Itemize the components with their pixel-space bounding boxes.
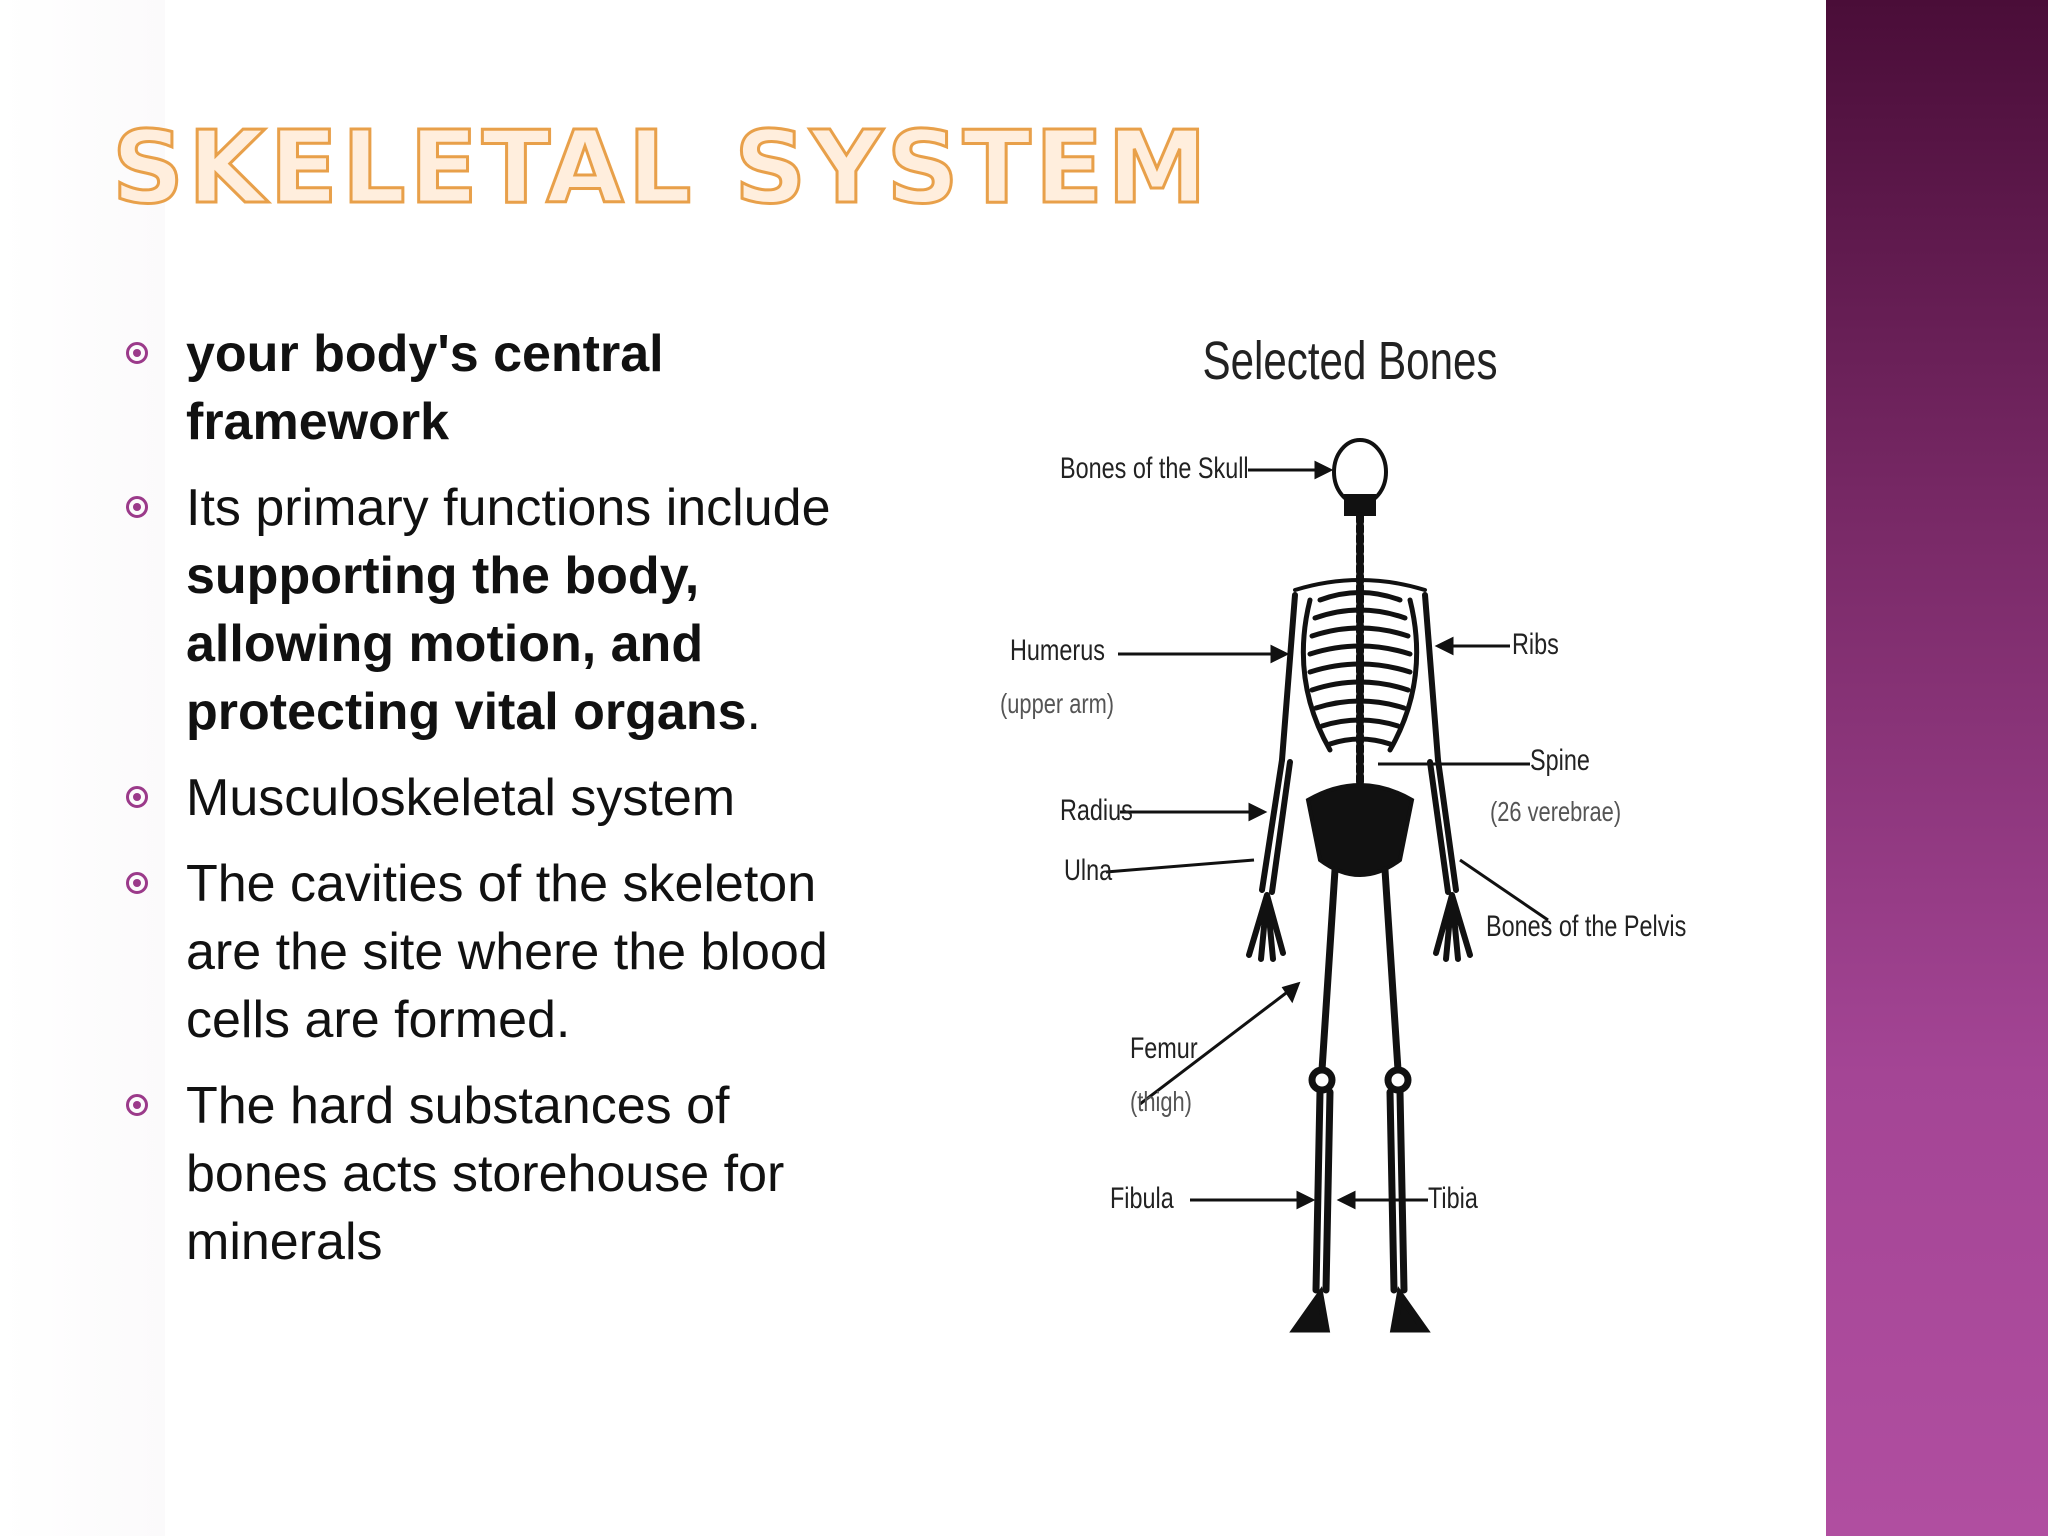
label-humerus-sub: (upper arm) — [1000, 688, 1115, 719]
label-arrows — [1105, 460, 1549, 1210]
label-humerus: Humerus — [1010, 634, 1105, 667]
right-leg — [1381, 866, 1431, 1333]
bullet-list: your body's central framework Its primar… — [120, 320, 880, 1294]
bullet-item: The cavities of the skeleton are the sit… — [120, 850, 880, 1054]
skeleton-figure: Selected Bones Bones of the Skull Humeru… — [990, 300, 1710, 1370]
bullet-text: Its primary functions include — [186, 479, 831, 537]
slide-title: SKELETAL SYSTEM — [111, 109, 1211, 226]
label-radius: Radius — [1060, 794, 1133, 827]
label-skull: Bones of the Skull — [1060, 452, 1249, 485]
bullet-marker-icon — [126, 786, 148, 808]
left-panel-background — [0, 0, 165, 1536]
label-ulna: Ulna — [1064, 854, 1113, 887]
label-spine-sub: (26 verebrae) — [1490, 796, 1622, 827]
label-ribs: Ribs — [1512, 628, 1559, 661]
left-leg — [1289, 866, 1339, 1333]
skeleton-diagram — [1105, 438, 1549, 1333]
bullet-bold-text: supporting the body, allowing motion, an… — [186, 547, 747, 741]
label-pelvis: Bones of the Pelvis — [1486, 910, 1687, 943]
bullet-text: The cavities of the skeleton are the sit… — [186, 855, 828, 1049]
bullet-text-end: . — [746, 683, 761, 741]
left-arm — [1246, 592, 1298, 962]
jaw-shape — [1344, 494, 1376, 516]
right-arm — [1422, 592, 1473, 962]
bullet-marker-icon — [126, 496, 148, 518]
bullet-marker-icon — [126, 872, 148, 894]
label-fibula: Fibula — [1110, 1182, 1174, 1215]
bullet-item: your body's central framework — [120, 320, 880, 456]
bullet-item: The hard substances of bones acts storeh… — [120, 1072, 880, 1276]
bullet-text: The hard substances of bones acts storeh… — [186, 1077, 785, 1271]
decorative-side-band — [1826, 0, 2048, 1536]
bullet-bold-text: your body's central framework — [186, 325, 664, 451]
skeleton-drawing — [1246, 438, 1473, 1333]
pelvis-shape — [1305, 783, 1415, 877]
rib-cage — [1300, 590, 1420, 753]
label-femur-sub: (thigh) — [1130, 1086, 1192, 1117]
shoulder-girdle — [1293, 578, 1427, 592]
label-femur: Femur — [1130, 1032, 1198, 1065]
figure-title: Selected Bones — [1202, 331, 1498, 391]
label-tibia: Tibia — [1428, 1182, 1478, 1215]
bullet-marker-icon — [126, 1094, 148, 1116]
bullet-marker-icon — [126, 342, 148, 364]
bullet-text: Musculoskeletal system — [186, 769, 736, 827]
label-spine: Spine — [1530, 744, 1590, 777]
bullet-item: Its primary functions include supporting… — [120, 474, 880, 746]
bullet-item: Musculoskeletal system — [120, 764, 880, 832]
